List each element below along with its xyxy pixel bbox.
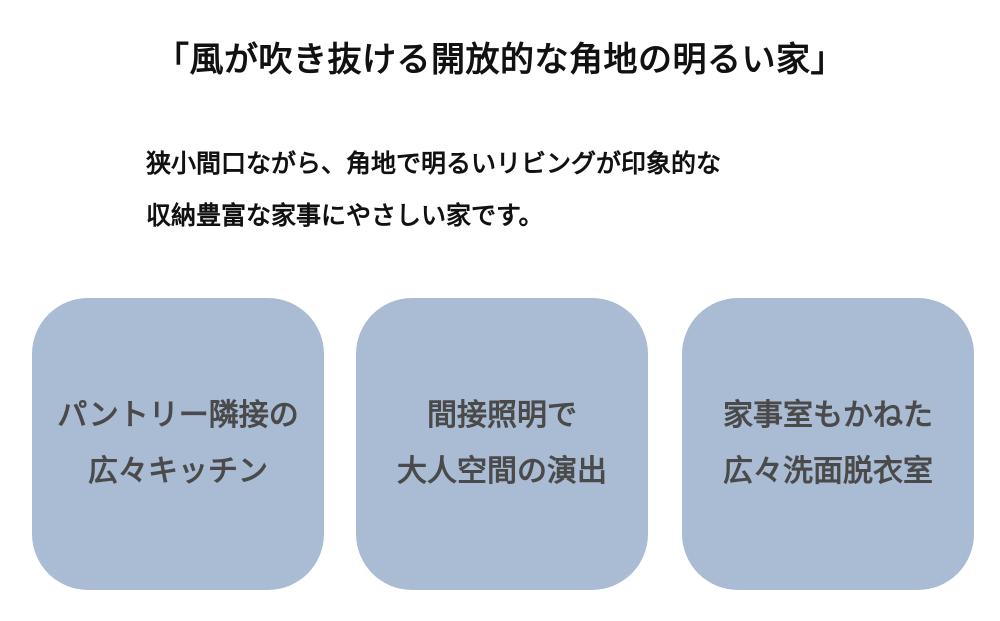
description: 狭小間口ながら、角地で明るいリビングが印象的な 収納豊富な家事にやさしい家です。 bbox=[146, 138, 906, 242]
feature-card-line: 大人空間の演出 bbox=[397, 454, 607, 489]
feature-card-lighting: 間接照明で 大人空間の演出 bbox=[356, 298, 648, 590]
page-title: 「風が吹き抜ける開放的な角地の明るい家」 bbox=[155, 40, 845, 80]
feature-card-line: 広々キッチン bbox=[88, 454, 268, 489]
feature-card-line: パントリー隣接の bbox=[57, 398, 299, 433]
description-line: 狭小間口ながら、角地で明るいリビングが印象的な bbox=[146, 149, 722, 178]
feature-card-kitchen: パントリー隣接の 広々キッチン bbox=[32, 298, 324, 590]
feature-card-line: 広々洗面脱衣室 bbox=[723, 454, 933, 489]
description-line: 収納豊富な家事にやさしい家です。 bbox=[146, 201, 544, 230]
feature-card-washroom: 家事室もかねた 広々洗面脱衣室 bbox=[682, 298, 974, 590]
feature-card-line: 間接照明で bbox=[427, 398, 577, 433]
feature-card-line: 家事室もかねた bbox=[723, 398, 933, 433]
